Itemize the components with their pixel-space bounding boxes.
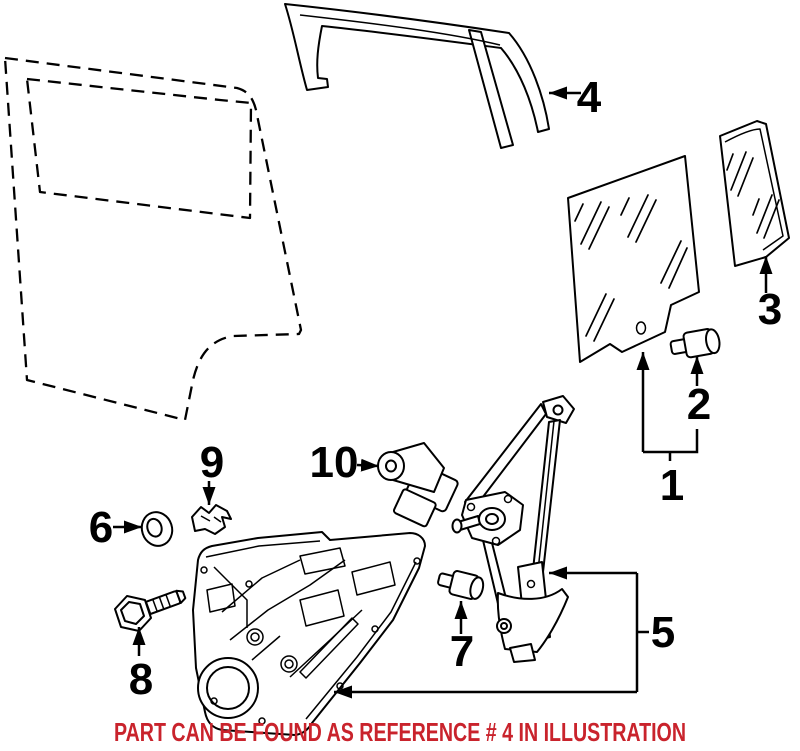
- bracket-1: [643, 429, 699, 461]
- grommet: [140, 511, 174, 547]
- door-glass: [567, 155, 700, 363]
- glass-bolt: [669, 328, 721, 359]
- callout-10-label: 10: [310, 438, 359, 487]
- speaker-hole: [197, 657, 259, 719]
- callout-2-label: 2: [687, 380, 711, 429]
- callout-3-label: 3: [758, 285, 782, 334]
- panel-hex-bolt: [114, 589, 187, 632]
- window-run-channel: [284, 3, 550, 149]
- callout-5-label: 5: [651, 608, 675, 657]
- window-regulator: [451, 395, 575, 663]
- callout-7-label: 7: [450, 627, 474, 676]
- arrow-10: [356, 458, 380, 472]
- retaining-clip: [191, 504, 232, 535]
- callout-8-label: 8: [129, 655, 153, 704]
- window-motor: [377, 442, 459, 528]
- bracket-5: [635, 573, 649, 692]
- caption-text: PART CAN BE FOUND AS REFERENCE # 4 IN IL…: [114, 717, 686, 747]
- regulator-bolt: [437, 570, 485, 600]
- callout-9-label: 9: [200, 438, 224, 487]
- callout-6-label: 6: [89, 503, 113, 552]
- quarter-glass: [719, 120, 790, 267]
- callout-4-label: 4: [577, 73, 602, 122]
- door-outline: [3, 56, 303, 422]
- callout-1-label: 1: [660, 461, 684, 510]
- door-inner-panel: [192, 531, 426, 736]
- callout-lines: [113, 86, 773, 699]
